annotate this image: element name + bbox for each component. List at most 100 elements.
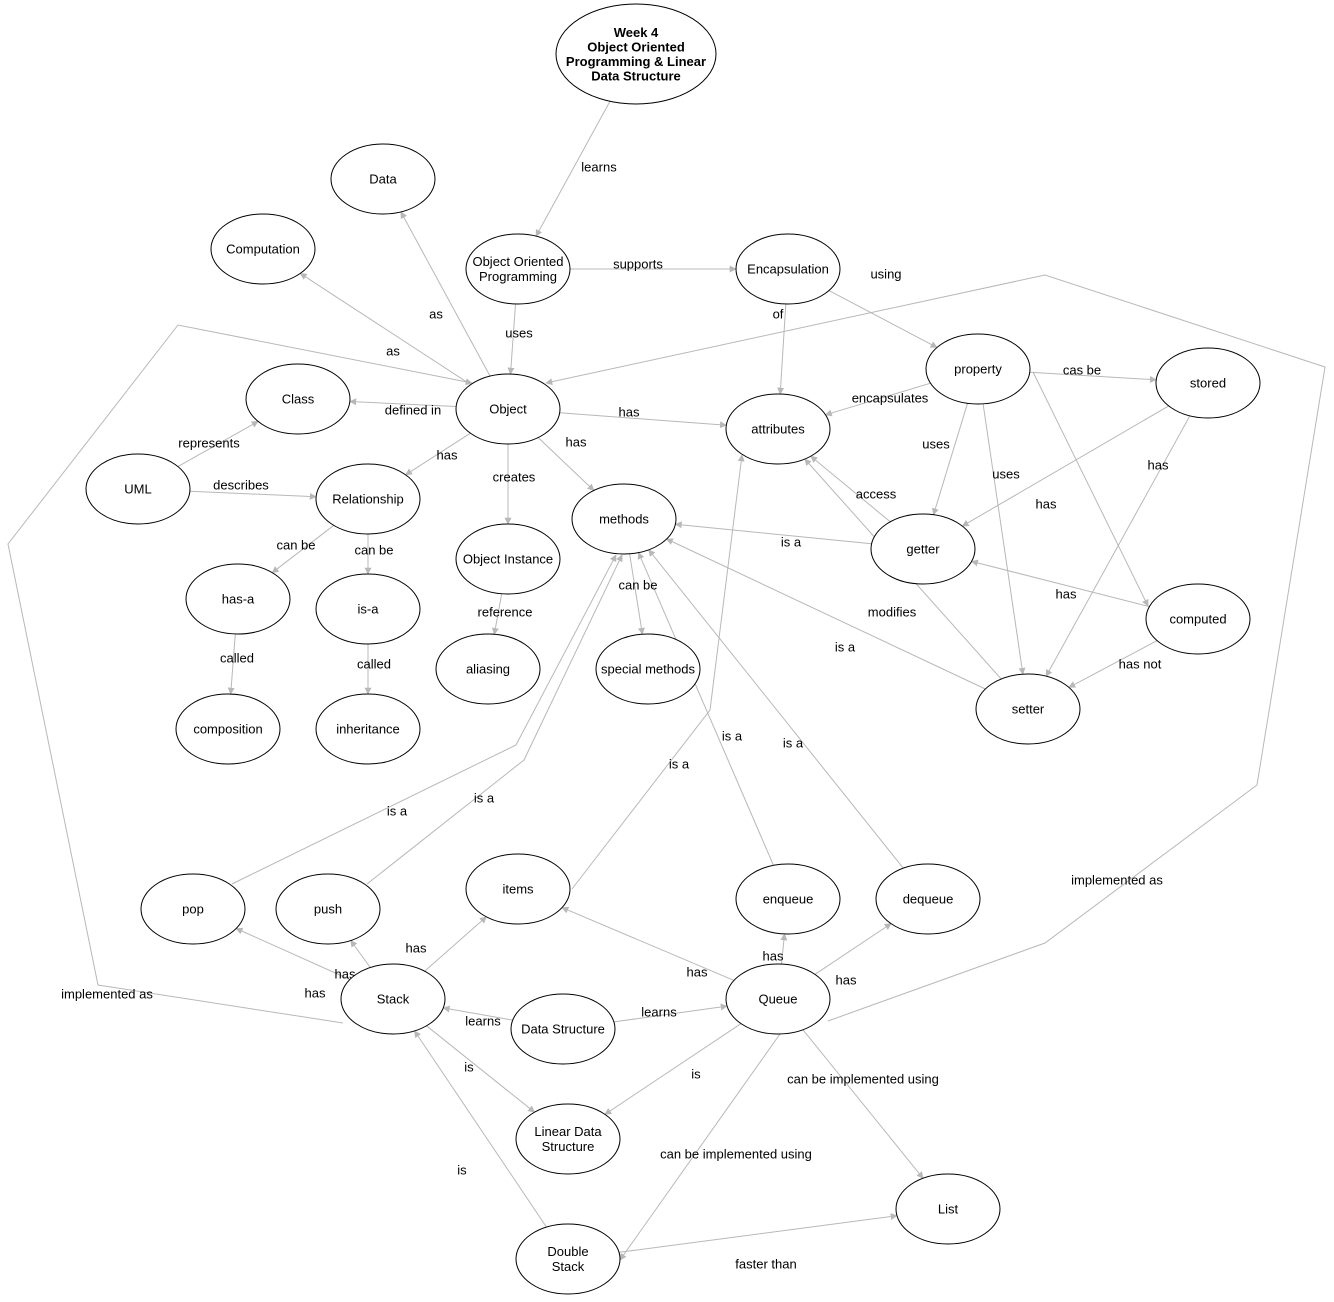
edge-double-stack-to-stack: [414, 1030, 547, 1228]
edge-queue-to-enqueue: [780, 933, 788, 965]
node-computed[interactable]: computed: [1145, 583, 1251, 655]
node-ellipse[interactable]: [455, 373, 561, 445]
node-ellipse[interactable]: [85, 453, 191, 525]
node-data[interactable]: Data: [330, 143, 436, 215]
node-ellipse[interactable]: [735, 233, 841, 305]
node-ellipse[interactable]: [510, 993, 616, 1065]
node-ellipse[interactable]: [1155, 347, 1261, 419]
edge-stored-to-setter: [1045, 415, 1191, 677]
node-list[interactable]: List: [895, 1173, 1001, 1245]
node-ellipse[interactable]: [1145, 583, 1251, 655]
node-object-instance[interactable]: Object Instance: [455, 523, 561, 595]
node-composition[interactable]: composition: [175, 693, 281, 765]
node-ellipse[interactable]: [895, 1173, 1001, 1245]
node-ellipse[interactable]: [515, 1103, 621, 1175]
edge-label: describes: [213, 478, 269, 493]
node-label: List: [938, 1202, 959, 1217]
node-ellipse[interactable]: [275, 873, 381, 945]
node-ellipse[interactable]: [975, 673, 1081, 745]
node-ellipse[interactable]: [465, 853, 571, 925]
node-stored[interactable]: stored: [1155, 347, 1261, 419]
edge-label: supports: [613, 257, 663, 272]
node-aliasing[interactable]: aliasing: [435, 633, 541, 705]
node-ellipse[interactable]: [735, 863, 841, 935]
node-ellipse[interactable]: [725, 963, 831, 1035]
edge-dequeue-to-methods: [648, 549, 904, 869]
node-items[interactable]: items: [465, 853, 571, 925]
edge-label: is a: [781, 535, 802, 550]
edge-object-to-class: [349, 398, 457, 407]
edge-label: is a: [722, 729, 743, 744]
node-label: Data Structure: [591, 68, 681, 83]
node-ellipse[interactable]: [315, 463, 421, 535]
edge-stack-to-pop: [235, 927, 351, 980]
node-computation[interactable]: Computation: [210, 213, 316, 285]
node-encapsulation[interactable]: Encapsulation: [735, 233, 841, 305]
edge-label: called: [357, 657, 391, 672]
node-property[interactable]: property: [925, 333, 1031, 405]
node-object[interactable]: Object: [455, 373, 561, 445]
node-ellipse[interactable]: [315, 693, 421, 765]
node-ellipse[interactable]: [875, 863, 981, 935]
node-ellipse[interactable]: [315, 573, 421, 645]
node-dequeue[interactable]: dequeue: [875, 863, 981, 935]
edge-label: as: [386, 344, 400, 359]
edge-label: uses: [505, 326, 533, 341]
edge-label: implemented as: [1071, 873, 1163, 888]
node-ellipse[interactable]: [725, 393, 831, 465]
node-label: Week 4: [614, 25, 659, 40]
node-ellipse[interactable]: [340, 963, 446, 1035]
node-has-a[interactable]: has-a: [185, 563, 291, 635]
node-ellipse[interactable]: [210, 213, 316, 285]
edge-label: implemented as: [61, 987, 153, 1002]
node-getter[interactable]: getter: [870, 513, 976, 585]
node-ellipse[interactable]: [175, 693, 281, 765]
node-ellipse[interactable]: [245, 363, 351, 435]
node-stack[interactable]: Stack: [340, 963, 446, 1035]
node-attributes[interactable]: attributes: [725, 393, 831, 465]
node-setter[interactable]: setter: [975, 673, 1081, 745]
node-ellipse[interactable]: [185, 563, 291, 635]
node-special-methods[interactable]: special methods: [595, 633, 701, 705]
node-relationship[interactable]: Relationship: [315, 463, 421, 535]
edge-computed-to-setter: [1068, 640, 1158, 688]
node-uml[interactable]: UML: [85, 453, 191, 525]
edge-property-to-setter: [982, 403, 1026, 675]
edge-stack-to-linear-ds: [426, 1025, 536, 1113]
node-data-structure[interactable]: Data Structure: [510, 993, 616, 1065]
edge-oop-to-object: [507, 303, 516, 375]
node-label: is-a: [358, 602, 380, 617]
edge-encapsulation-to-attributes: [777, 303, 787, 395]
edge-object-to-attributes: [559, 412, 727, 429]
node-push[interactable]: push: [275, 873, 381, 945]
node-pop[interactable]: pop: [140, 873, 246, 945]
node-enqueue[interactable]: enqueue: [735, 863, 841, 935]
edge-label: has: [406, 941, 427, 956]
edge-label: can be implemented using: [787, 1072, 939, 1087]
node-ellipse[interactable]: [465, 233, 571, 305]
node-queue[interactable]: Queue: [725, 963, 831, 1035]
node-ellipse[interactable]: [595, 633, 701, 705]
node-ellipse[interactable]: [435, 633, 541, 705]
node-label: getter: [906, 542, 940, 557]
node-ellipse[interactable]: [870, 513, 976, 585]
node-is-a[interactable]: is-a: [315, 573, 421, 645]
node-class[interactable]: Class: [245, 363, 351, 435]
node-ellipse[interactable]: [330, 143, 436, 215]
node-ellipse[interactable]: [515, 1223, 621, 1295]
node-label: Programming: [479, 269, 557, 284]
node-ellipse[interactable]: [571, 483, 677, 555]
node-methods[interactable]: methods: [571, 483, 677, 555]
node-ellipse[interactable]: [555, 3, 717, 105]
edge-label: defined in: [385, 403, 441, 418]
edge-label: access: [856, 487, 897, 502]
node-ellipse[interactable]: [925, 333, 1031, 405]
node-label: dequeue: [903, 892, 954, 907]
node-inheritance[interactable]: inheritance: [315, 693, 421, 765]
node-ellipse[interactable]: [140, 873, 246, 945]
node-ellipse[interactable]: [455, 523, 561, 595]
